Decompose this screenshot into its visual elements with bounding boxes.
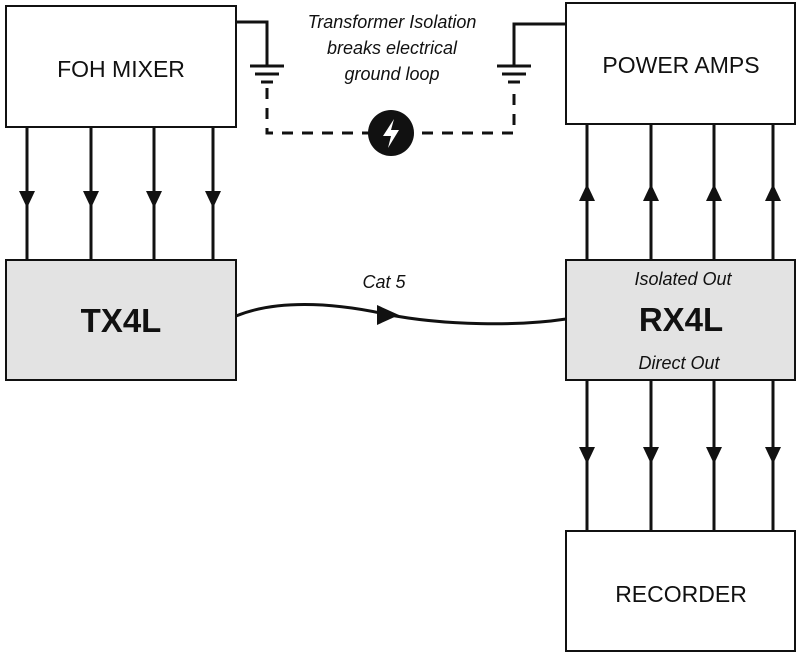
rx-to-recorder-lines [579, 380, 781, 531]
direct-out-label: Direct Out [638, 353, 720, 373]
arrow-up-icon [579, 184, 595, 201]
ground-icon [497, 64, 531, 84]
rx-label: RX4L [639, 301, 723, 338]
cat5-cable: Cat 5 [235, 272, 567, 326]
arrow-up-icon [706, 184, 722, 201]
cat5-label: Cat 5 [362, 272, 406, 292]
arrow-down-icon [765, 447, 781, 464]
ground-left [236, 20, 284, 84]
isolation-note-line3: ground loop [344, 64, 439, 84]
foh-to-tx-lines [19, 127, 221, 260]
arrow-up-icon [643, 184, 659, 201]
recorder-label: RECORDER [615, 581, 747, 607]
foh-mixer-box: FOH MIXER [5, 5, 237, 128]
tx-label: TX4L [81, 302, 162, 339]
arrow-down-icon [706, 447, 722, 464]
power-amps-box: POWER AMPS [565, 2, 796, 125]
isolation-note-line2: breaks electrical [327, 38, 458, 58]
arrow-down-icon [19, 191, 35, 208]
recorder-box: RECORDER [565, 530, 796, 652]
isolated-out-label: Isolated Out [634, 269, 732, 289]
power-amps-label: POWER AMPS [602, 52, 759, 78]
arrow-down-icon [579, 447, 595, 464]
arrow-down-icon [83, 191, 99, 208]
ground-right [497, 22, 566, 84]
tx-box: TX4L [5, 259, 237, 381]
arrow-up-icon [765, 184, 781, 201]
arrow-down-icon [643, 447, 659, 464]
arrow-down-icon [205, 191, 221, 208]
ground-icon [250, 64, 284, 84]
isolation-note-line1: Transformer Isolation [308, 12, 477, 32]
foh-mixer-label: FOH MIXER [57, 56, 185, 82]
arrow-down-icon [146, 191, 162, 208]
ground-loop [265, 88, 516, 156]
isolation-note: Transformer Isolation breaks electrical … [308, 12, 477, 84]
arrow-right-icon [377, 305, 399, 325]
rx-box: Isolated Out RX4L Direct Out [565, 259, 796, 381]
rx-to-amps-lines [579, 124, 781, 260]
lightning-bolt-icon [383, 119, 399, 148]
